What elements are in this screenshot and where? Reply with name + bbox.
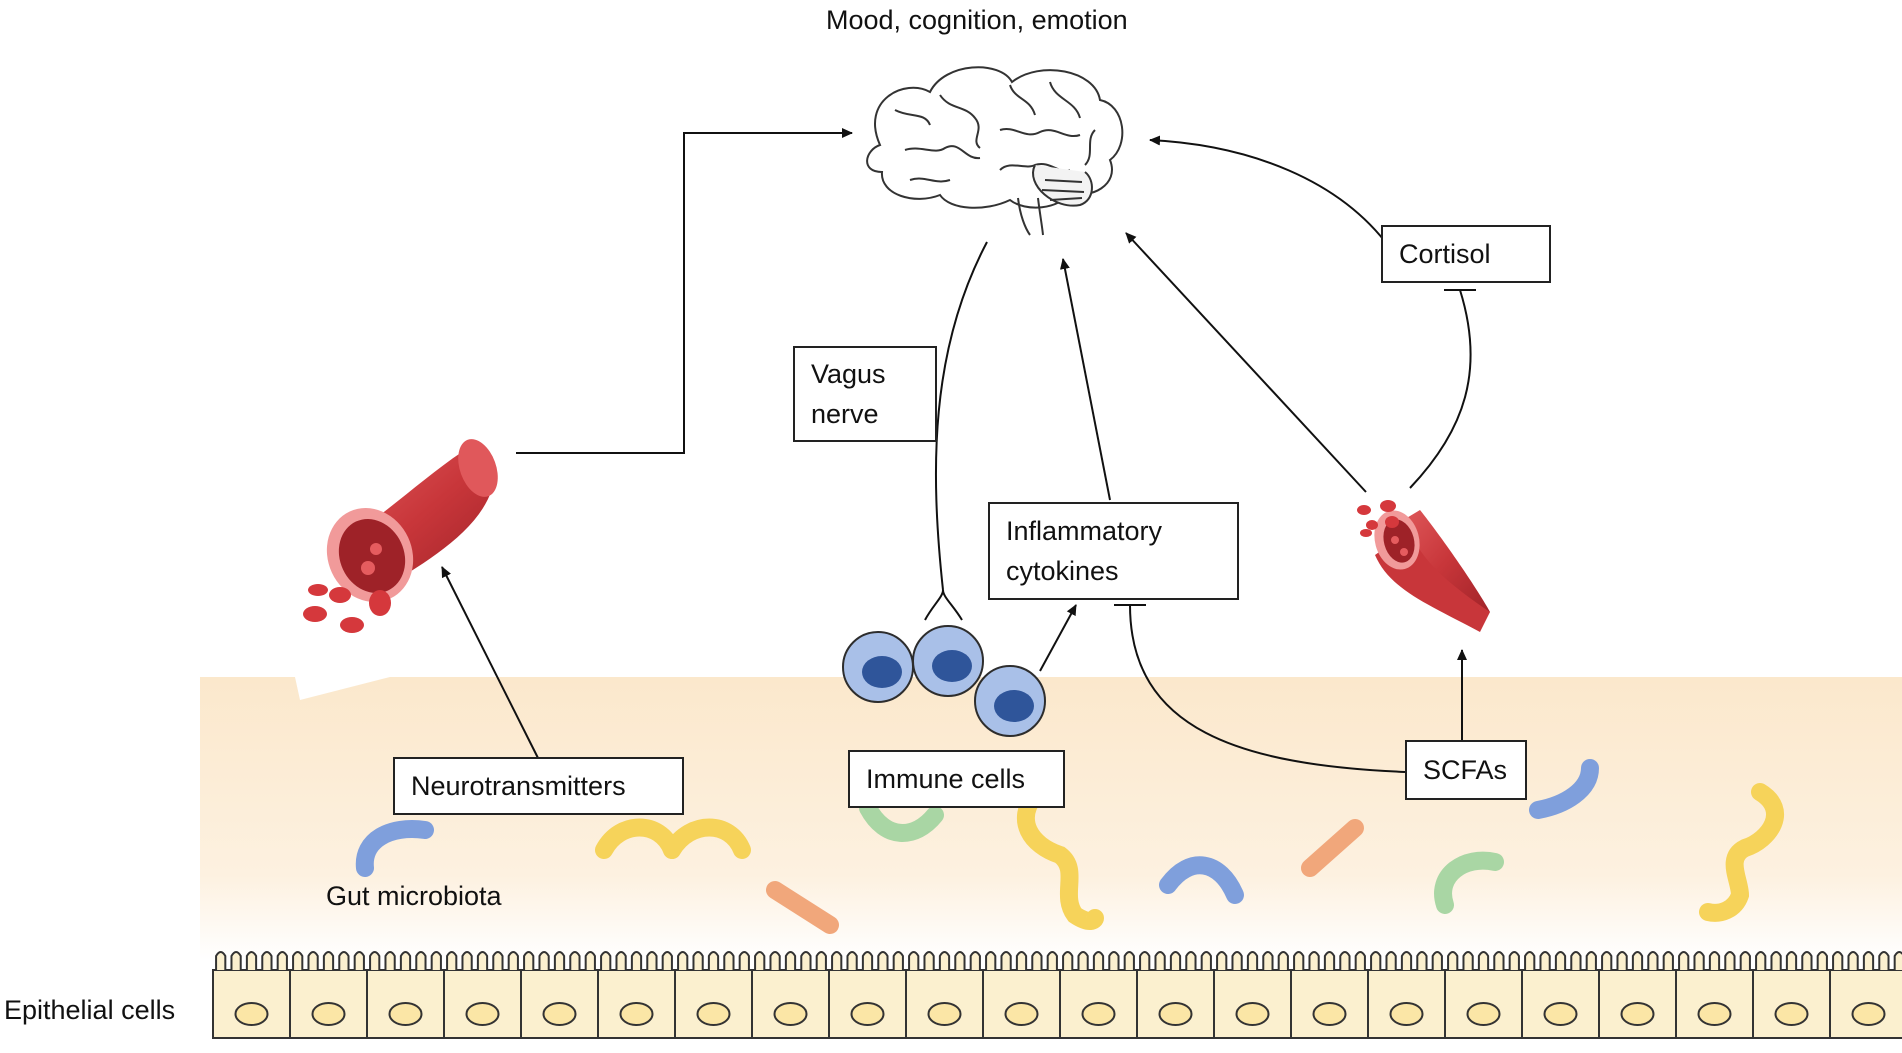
- epithelial-cells-label: Epithelial cells: [4, 995, 176, 1025]
- bacteria-icon: [1434, 851, 1504, 914]
- epithelial-cell-icon: [1290, 951, 1369, 1039]
- immune-cell-group: [842, 625, 1046, 737]
- vagus-nerve-line: [934, 241, 988, 591]
- neurotransmitters-label: Neurotransmitters: [411, 771, 626, 801]
- epithelial-cell-icon: [674, 951, 753, 1039]
- vagus-nerve-box: Vagus nerve: [793, 346, 937, 442]
- bacteria-icon: [859, 799, 944, 842]
- bacteria-icon: [1529, 759, 1599, 819]
- bacteria-icon: [1699, 783, 1784, 922]
- epithelial-cell-icon: [1752, 951, 1831, 1039]
- epithelial-cell-icon: [982, 951, 1061, 1039]
- bacteria-icon: [1159, 856, 1244, 904]
- bacteria-icon: [1016, 786, 1104, 930]
- immune-cells-label: Immune cells: [866, 764, 1026, 794]
- epithelial-cell-icon: [828, 951, 907, 1039]
- epithelial-cell-icon: [1059, 951, 1138, 1039]
- cortisol-box: Cortisol: [1381, 225, 1551, 283]
- epithelial-cell-icon: [443, 951, 522, 1039]
- vagus-nerve-fork: [924, 589, 963, 621]
- gut-lumen: [200, 677, 1902, 960]
- arrow-cytokines-to-brain: [1060, 258, 1111, 501]
- immune-cells-box: Immune cells: [848, 750, 1065, 808]
- immune-cell-icon: [974, 665, 1046, 737]
- vagus-nerve-line2: nerve: [811, 399, 879, 429]
- epithelial-cell-icon: [289, 951, 368, 1039]
- arrow-cortisol-to-brain: [1149, 135, 1391, 249]
- scfas-label: SCFAs: [1423, 755, 1508, 785]
- cytokines-line2: cytokines: [1006, 556, 1119, 586]
- bacteria-icon: [355, 820, 434, 877]
- immune-cell-icon: [912, 625, 984, 697]
- arrow-vessel-to-brain-right: [1125, 232, 1367, 493]
- epithelial-cell-icon: [1367, 951, 1446, 1039]
- epithelial-cell-icon: [1213, 951, 1292, 1039]
- epithelial-cell-row: [212, 951, 1902, 1039]
- bacteria-icon: [663, 818, 751, 859]
- vessel-inhibits-cortisol: [1409, 289, 1472, 489]
- inflammatory-cytokines-box: Inflammatory cytokines: [988, 502, 1239, 600]
- arrow-immune-to-cytokines: [1039, 604, 1077, 672]
- epithelial-cell-icon: [1136, 951, 1215, 1039]
- epithelial-cell-icon: [597, 951, 676, 1039]
- cortisol-label: Cortisol: [1399, 239, 1491, 269]
- epithelial-cell-icon: [751, 951, 830, 1039]
- brain-icon: [866, 66, 1124, 236]
- epithelial-cell-icon: [212, 951, 291, 1039]
- blood-vessel-icon: [1357, 500, 1490, 632]
- arrow-vessel-to-brain: [516, 128, 853, 454]
- epithelial-cell-icon: [520, 951, 599, 1039]
- epithelial-cell-icon: [366, 951, 445, 1039]
- vagus-nerve-line1: Vagus: [811, 359, 886, 389]
- lumen-notch: [295, 677, 390, 700]
- bacteria-icon: [766, 881, 839, 934]
- neurotransmitters-box: Neurotransmitters: [393, 757, 684, 815]
- epithelial-cell-icon: [1598, 951, 1677, 1039]
- gut-microbiota-label: Gut microbiota: [326, 881, 502, 911]
- scfa-inhibits-cytokines: [1129, 604, 1406, 773]
- cytokines-line1: Inflammatory: [1006, 516, 1163, 546]
- epithelial-cell-icon: [1521, 951, 1600, 1039]
- pathway-arrows: [441, 128, 1476, 773]
- epithelial-cell-icon: [1444, 951, 1523, 1039]
- scfas-box: SCFAs: [1405, 740, 1527, 800]
- immune-cell-icon: [842, 631, 914, 703]
- brain-function-label: Mood, cognition, emotion: [826, 5, 1128, 35]
- gut-microbiota-group: [355, 759, 1784, 934]
- epithelial-cell-icon: [905, 951, 984, 1039]
- epithelial-cell-icon: [1829, 951, 1902, 1039]
- bacteria-icon: [1301, 819, 1364, 877]
- epithelial-cell-icon: [1675, 951, 1754, 1039]
- arrow-neurotransmitters-to-vessel: [441, 566, 539, 759]
- blood-vessel-icon: [303, 439, 498, 633]
